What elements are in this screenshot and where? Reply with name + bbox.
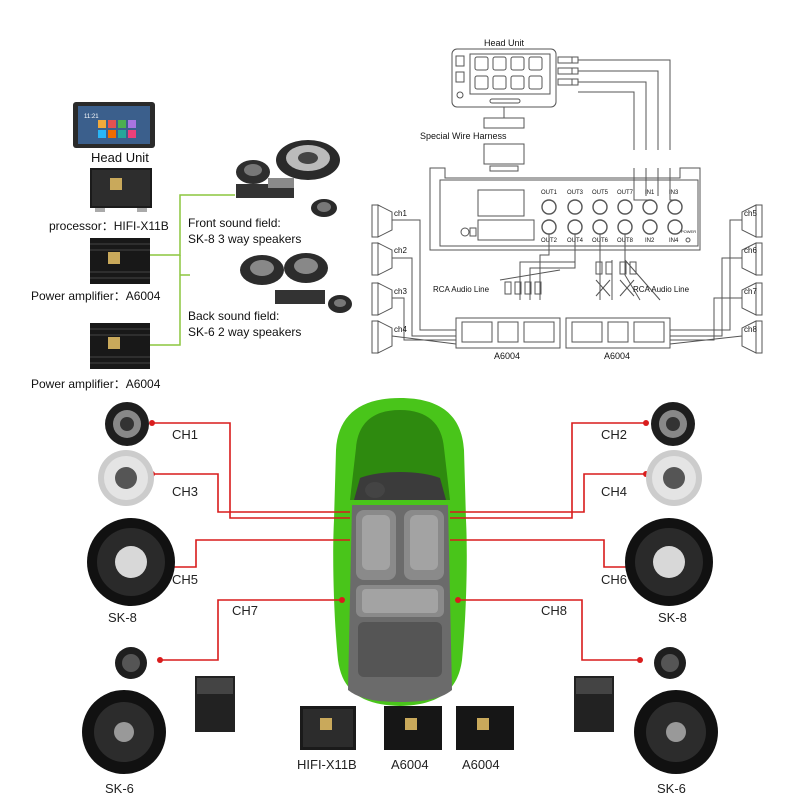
- schematic-ch6-label: ch6: [744, 246, 757, 255]
- ch2-label: CH2: [601, 427, 628, 442]
- out2-label: OUT2: [541, 238, 558, 244]
- ch6-label: CH6: [601, 572, 628, 587]
- speaker-ch6: [625, 518, 713, 606]
- front-speaker-set-image: [236, 140, 340, 217]
- back-speaker-set-image: [240, 253, 352, 313]
- in1-label: IN1: [645, 190, 655, 196]
- speaker-right-rear-model: SK-6: [657, 781, 686, 796]
- schematic-amp-left: [455, 317, 561, 349]
- head-unit-clock: 11:21: [84, 114, 99, 120]
- ch1-label: CH1: [172, 427, 199, 442]
- schematic-amp-right: [565, 317, 671, 349]
- bottom-amp-1-label: A6004: [391, 757, 429, 772]
- speaker-ch5: [87, 518, 175, 606]
- in2-label: IN2: [645, 238, 655, 244]
- schematic-ch1-label: ch1: [394, 209, 407, 218]
- in4-label: IN4: [669, 238, 679, 244]
- power-amplifier-2-device: [90, 323, 150, 369]
- legend-head-unit-label: Head Unit: [91, 150, 149, 165]
- legend-power-amp-1-label: Power amplifier：A6004: [31, 289, 161, 303]
- out1-label: OUT1: [541, 190, 558, 196]
- out4-label: OUT4: [567, 238, 584, 244]
- schematic-ch8-label: ch8: [744, 325, 757, 334]
- power-amplifier-1-device: [90, 238, 150, 284]
- rca-line-right-label: RCA Audio Line: [633, 285, 690, 294]
- speaker-ch3: [98, 450, 154, 506]
- schematic-harness-label: Special Wire Harness: [420, 131, 507, 141]
- processor-device: [90, 168, 152, 212]
- legend-front-field-line2: SK-8 3 way speakers: [188, 232, 302, 246]
- out5-label: OUT5: [592, 190, 609, 196]
- speaker-ch2: [651, 402, 695, 446]
- power-label: POWER: [681, 229, 697, 234]
- schematic-wire-harness: [483, 107, 525, 172]
- ch3-label: CH3: [172, 484, 199, 499]
- speaker-left-front-model: SK-8: [108, 610, 137, 625]
- legend-processor-label: processor：HIFI-X11B: [49, 219, 169, 233]
- bottom-processor-label: HIFI-X11B: [297, 757, 357, 772]
- rca-line-left-label: RCA Audio Line: [433, 285, 490, 294]
- schematic-ch7-label: ch7: [744, 287, 757, 296]
- schematic-ch5-label: ch5: [744, 209, 757, 218]
- ch8-label: CH8: [541, 603, 568, 618]
- bottom-processor-device: [300, 706, 356, 750]
- schematic-ch3-label: ch3: [394, 287, 407, 296]
- schematic-head-unit-label: Head Unit: [484, 38, 525, 48]
- speaker-left-rear-model: SK-6: [105, 781, 134, 796]
- out7-label: OUT7: [617, 190, 634, 196]
- legend-back-field-line2: SK-6 2 way speakers: [188, 325, 302, 339]
- schematic-left-speakers: [371, 204, 393, 354]
- ch7-label: CH7: [232, 603, 259, 618]
- legend-connector-lines: [150, 194, 235, 346]
- in3-label: IN3: [669, 190, 679, 196]
- ch4-label: CH4: [601, 484, 628, 499]
- car-top-view: [333, 398, 467, 706]
- bottom-amp-2-device: [456, 706, 514, 750]
- schematic-amp-left-label: A6004: [494, 351, 521, 361]
- bottom-amp-2-label: A6004: [462, 757, 500, 772]
- head-unit-device: 11:21: [73, 102, 155, 148]
- schematic-amp-right-label: A6004: [604, 351, 631, 361]
- crossover-left: [195, 676, 235, 732]
- out3-label: OUT3: [567, 190, 584, 196]
- schematic-right-speakers: [741, 204, 763, 354]
- channel-wires: [152, 422, 646, 661]
- schematic-processor: [429, 167, 701, 251]
- speaker-left-rear-woofer: [82, 690, 166, 774]
- schematic-ch2-label: ch2: [394, 246, 407, 255]
- legend-front-field-line1: Front sound field:: [188, 216, 281, 230]
- out6-label: OUT6: [592, 238, 609, 244]
- speaker-right-rear-woofer: [634, 690, 718, 774]
- speaker-right-front-model: SK-8: [658, 610, 687, 625]
- legend-back-field-line1: Back sound field:: [188, 309, 280, 323]
- speaker-ch4: [646, 450, 702, 506]
- bottom-amp-1-device: [384, 706, 442, 750]
- speaker-left-rear-tweeter: [115, 647, 147, 679]
- schematic-head-unit: [451, 48, 579, 108]
- out8-label: OUT8: [617, 238, 634, 244]
- crossover-right: [574, 676, 614, 732]
- schematic-ch4-label: ch4: [394, 325, 407, 334]
- ch5-label: CH5: [172, 572, 199, 587]
- legend-power-amp-2-label: Power amplifier：A6004: [31, 377, 161, 391]
- speaker-ch1: [105, 402, 149, 446]
- speaker-right-rear-tweeter: [654, 647, 686, 679]
